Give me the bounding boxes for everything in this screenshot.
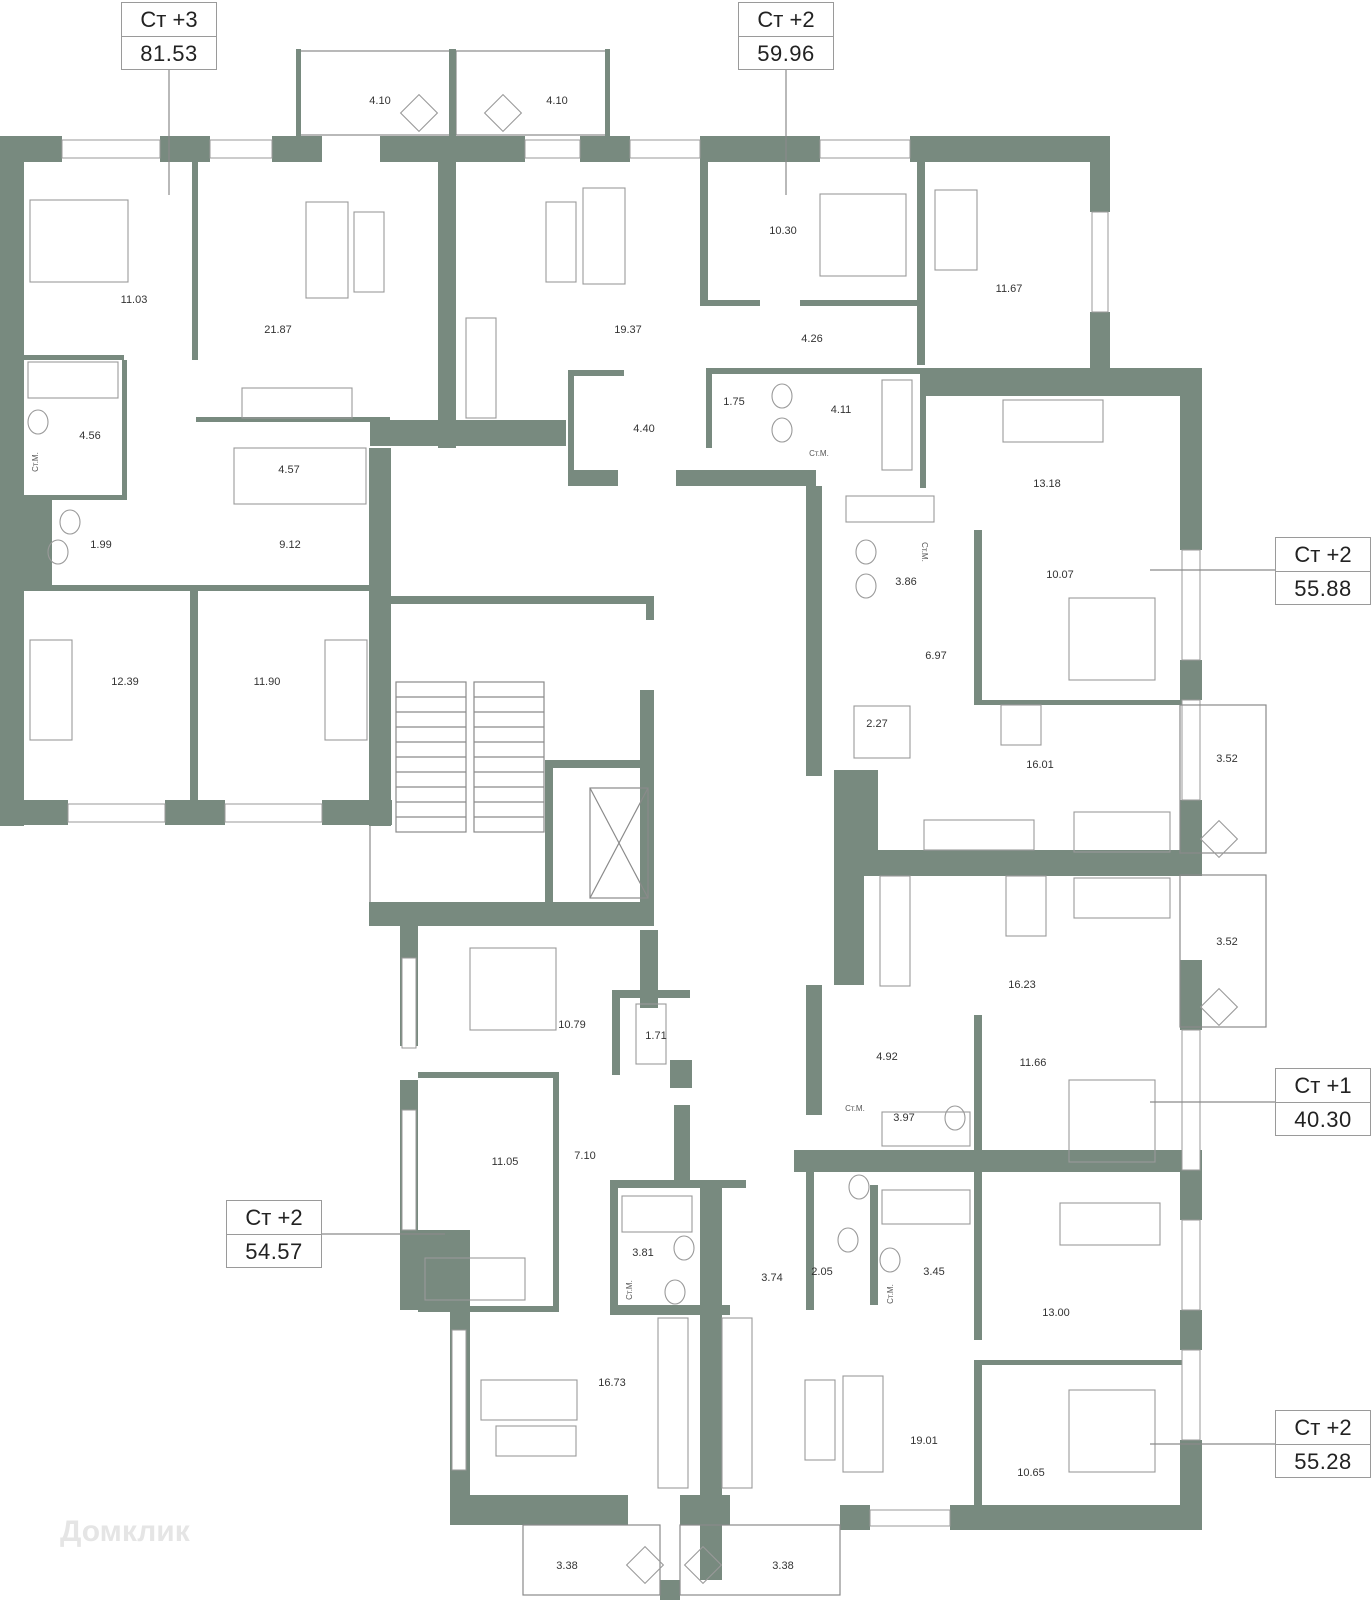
apartment-type: Ст +2 bbox=[739, 3, 833, 37]
room-area-label: 4.92 bbox=[876, 1051, 897, 1063]
apartment-total-area: 40.30 bbox=[1294, 1107, 1352, 1132]
room-area-label: 3.52 bbox=[1216, 753, 1237, 765]
room-area-label: 4.40 bbox=[633, 423, 654, 435]
room-area-label: 11.66 bbox=[1020, 1057, 1047, 1069]
watermark-logo: Домклик bbox=[60, 1515, 190, 1548]
apartment-callout: Ст +2 59.96 bbox=[738, 2, 834, 70]
room-area-label: 3.38 bbox=[556, 1560, 577, 1572]
balconies-top bbox=[296, 49, 610, 136]
bathroom-label: Ст.М. bbox=[31, 452, 40, 472]
apartment-callout: Ст +2 55.28 bbox=[1275, 1410, 1371, 1478]
room-area-label: 11.67 bbox=[996, 283, 1023, 295]
bathroom-label: Ст.М. bbox=[886, 1284, 895, 1304]
room-area-label: 3.45 bbox=[923, 1266, 944, 1278]
room-area-label: 12.39 bbox=[111, 676, 139, 688]
room-area-label: 7.10 bbox=[574, 1150, 595, 1162]
apartment-type: Ст +2 bbox=[1276, 1411, 1370, 1445]
room-area-label: 4.56 bbox=[79, 430, 100, 442]
leader-lines bbox=[168, 69, 1329, 1445]
apartment-type: Ст +3 bbox=[122, 3, 216, 37]
room-area-label: 4.11 bbox=[831, 404, 852, 416]
room-area-label: 4.57 bbox=[278, 464, 299, 476]
apartment-callout: Ст +3 81.53 bbox=[121, 2, 217, 70]
apartment-total-area: 59.96 bbox=[757, 41, 815, 66]
bathroom-label: Ст.М. bbox=[920, 542, 929, 562]
room-area-label: 1.75 bbox=[723, 396, 744, 408]
room-area-label: 1.71 bbox=[645, 1030, 666, 1042]
bathroom-label: Ст.М. bbox=[809, 449, 829, 458]
room-area-label: 3.74 bbox=[761, 1272, 782, 1284]
room-area-label: 19.37 bbox=[614, 324, 642, 336]
room-area-label: 11.03 bbox=[121, 294, 148, 306]
room-area-label: 10.79 bbox=[558, 1019, 586, 1031]
room-area-label: 13.18 bbox=[1033, 478, 1061, 490]
room-area-label: 3.81 bbox=[632, 1247, 653, 1259]
apartment-total-area: 54.57 bbox=[245, 1239, 303, 1264]
apartment-total-area: 55.28 bbox=[1294, 1449, 1352, 1474]
room-area-label: 3.38 bbox=[772, 1560, 793, 1572]
windows bbox=[61, 139, 1201, 1527]
bathroom-label: Ст.М. bbox=[845, 1104, 865, 1113]
room-area-label: 13.00 bbox=[1042, 1307, 1070, 1319]
room-area-label: 3.97 bbox=[893, 1112, 914, 1124]
apartment-callout: Ст +2 55.88 bbox=[1275, 537, 1371, 605]
bathroom-labels: Ст.М. Ст.М. Ст.М. Ст.М. Ст.М. Ст.М. bbox=[31, 449, 929, 1304]
room-area-label: 11.05 bbox=[492, 1156, 519, 1168]
room-area-label: 6.97 bbox=[925, 650, 946, 662]
room-area-label: 4.10 bbox=[369, 95, 390, 107]
apartment-total-area: 81.53 bbox=[140, 41, 198, 66]
apartment-type: Ст +2 bbox=[1276, 538, 1370, 572]
room-area-label: 10.30 bbox=[769, 225, 797, 237]
room-area-label: 11.90 bbox=[254, 676, 281, 688]
room-area-label: 3.52 bbox=[1216, 936, 1237, 948]
bathroom-label: Ст.М. bbox=[625, 1280, 634, 1300]
apartment-type: Ст +2 bbox=[227, 1201, 321, 1235]
apartment-type: Ст +1 bbox=[1276, 1069, 1370, 1103]
room-area-label: 16.73 bbox=[598, 1377, 626, 1389]
room-area-label: 2.05 bbox=[811, 1266, 832, 1278]
room-area-label: 10.07 bbox=[1046, 569, 1074, 581]
room-area-label: 3.86 bbox=[895, 576, 916, 588]
room-area-label: 4.10 bbox=[546, 95, 567, 107]
room-area-label: 1.99 bbox=[90, 539, 111, 551]
apartment-callout: Ст +2 54.57 bbox=[226, 1200, 322, 1268]
room-area-label: 19.01 bbox=[910, 1435, 938, 1447]
room-area-label: 9.12 bbox=[279, 539, 300, 551]
stairwell bbox=[369, 681, 649, 902]
room-area-labels: 4.10 4.10 11.03 21.87 19.37 10.30 11.67 4.26 4.5… bbox=[79, 95, 1237, 1572]
furniture bbox=[27, 93, 1239, 1585]
room-area-label: 16.23 bbox=[1008, 979, 1036, 991]
apartment-callout: Ст +1 40.30 bbox=[1275, 1068, 1371, 1136]
room-area-label: 2.27 bbox=[866, 718, 887, 730]
room-area-label: 21.87 bbox=[264, 324, 292, 336]
room-area-label: 16.01 bbox=[1026, 759, 1054, 771]
room-area-label: 4.26 bbox=[801, 333, 822, 345]
room-area-label: 10.65 bbox=[1017, 1467, 1045, 1479]
apartment-total-area: 55.88 bbox=[1294, 576, 1352, 601]
